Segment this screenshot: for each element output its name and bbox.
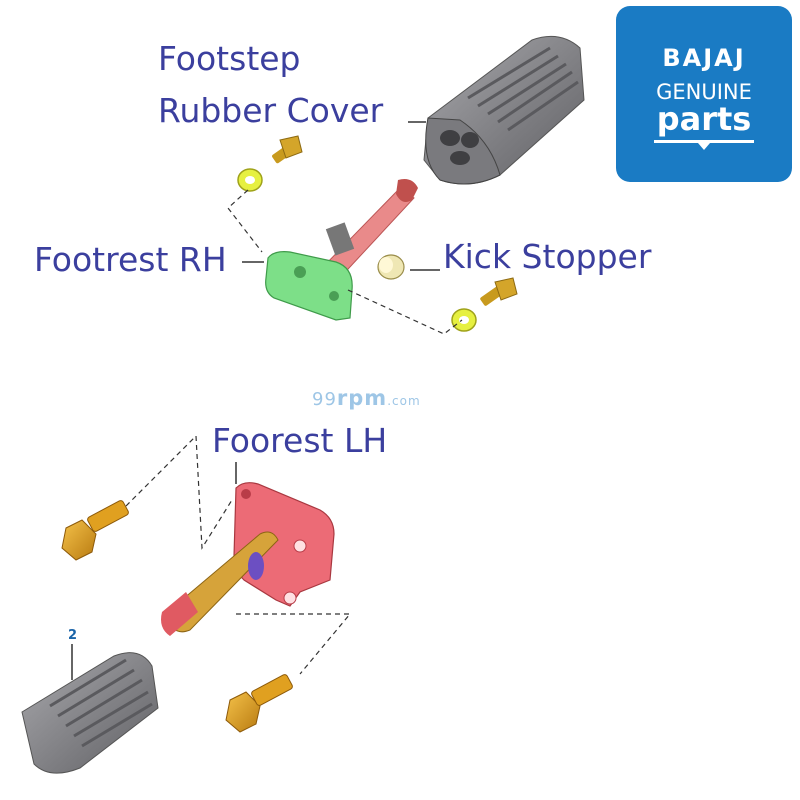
footrest-rh-icon [265,179,418,321]
footrest-lh-icon [161,482,335,636]
kick-stopper-label: Kick Stopper [443,237,652,276]
logo-parts: parts [656,100,752,138]
bolt-icon [272,135,303,164]
bajaj-genuine-parts-logo: BAJAJ GENUINE parts [616,6,792,182]
footstep-rubber-cover-label-line1: Footstep [158,39,301,78]
footstep-rubber-cover-label-line2: Rubber Cover [158,91,384,130]
logo-tick-icon [698,143,710,150]
bolt-icon [480,277,518,306]
logo-underline [654,140,754,143]
footstep-rubber-icon [21,652,159,774]
foorest-lh-label: Foorest LH [212,421,388,460]
watermark: 99rpm.com [312,386,421,410]
footstep-rubber-icon [423,35,585,185]
washer-icon [237,168,263,192]
footrest-rh-label: Footrest RH [34,240,227,279]
logo-brand: BAJAJ [662,44,746,72]
watermark-prefix: 99 [312,389,337,410]
watermark-suffix: .com [387,394,421,408]
logo-genuine: GENUINE [656,80,752,104]
kick-stopper-icon [377,254,405,280]
washer-icon [451,308,477,332]
watermark-main: rpm [336,386,388,410]
part-callout-number: 2 [68,628,78,643]
bolt-icon [61,500,129,561]
bolt-icon [225,674,293,733]
